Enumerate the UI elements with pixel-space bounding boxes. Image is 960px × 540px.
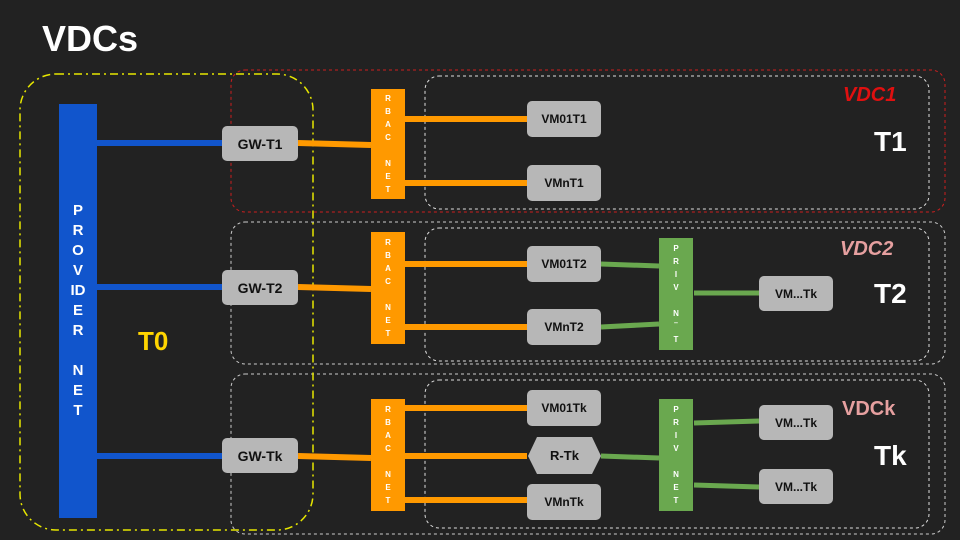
tk-label: Tk: [874, 440, 907, 471]
router-priv-link-tk: [600, 453, 660, 461]
private-vm-tk-1: VM...Tk: [759, 405, 833, 440]
priv-vm-link-tk-2: [693, 482, 760, 490]
rbac-net-tk: R B A C N E T: [371, 399, 405, 511]
t0-outline: [19, 73, 314, 531]
router-tk-shape: [528, 437, 601, 474]
vdck-outline: [230, 373, 946, 535]
gateway-tk: GW-Tk: [222, 438, 298, 473]
t0-label: T0: [138, 326, 169, 356]
gw-rbac-link-tk: [297, 453, 372, 461]
vm-t1-first: VM01T1: [527, 101, 601, 137]
t1-label: T1: [874, 126, 907, 157]
vdc1-label: VDC1: [843, 84, 897, 106]
priv-net-tk: P R I V N E T: [659, 399, 693, 511]
rbac-net-t1-label: R B A C N E T: [385, 94, 391, 194]
rbac-net-t1: R B A C N E T: [371, 89, 405, 199]
router-tk: R-Tk: [550, 448, 579, 463]
priv-net-t2-label: P R I V N ‾ T: [673, 244, 679, 344]
vdc2-label: VDC2: [840, 238, 894, 260]
gateway-t2: GW-T2: [222, 270, 298, 305]
vm-tk-n: VMnTk: [527, 484, 601, 520]
provider-net: P R O V ID E R N E T: [59, 104, 97, 518]
vdck-inner-outline: [424, 379, 930, 529]
private-vm-tk-2: VM...Tk: [759, 469, 833, 504]
vm-priv-link-t2-n: [600, 321, 660, 330]
vm-t1-n: VMnT1: [527, 165, 601, 201]
gw-rbac-link-t2: [297, 284, 372, 292]
vm-priv-link-t2-1: [600, 261, 660, 269]
priv-vm-link-tk-1: [693, 418, 760, 426]
vm-t2-n: VMnT2: [527, 309, 601, 345]
private-vm-t2: VM...Tk: [759, 276, 833, 311]
rbac-net-t2: R B A C N E T: [371, 232, 405, 344]
t2-label: T2: [874, 278, 907, 309]
vm-t2-first: VM01T2: [527, 246, 601, 282]
vm-tk-first: VM01Tk: [527, 390, 601, 426]
priv-net-t2: P R I V N ‾ T: [659, 238, 693, 350]
provider-net-label: P R O V ID E R N E T: [70, 202, 86, 419]
page-title: VDCs: [42, 18, 139, 59]
priv-net-tk-label: P R I V N E T: [673, 405, 679, 505]
rbac-net-t2-label: R B A C N E T: [385, 238, 391, 338]
rbac-net-tk-label: R B A C N E T: [385, 405, 391, 505]
gw-rbac-link-t1: [297, 140, 372, 148]
gateway-t1: GW-T1: [222, 126, 298, 161]
vdck-label: VDCk: [842, 398, 896, 420]
